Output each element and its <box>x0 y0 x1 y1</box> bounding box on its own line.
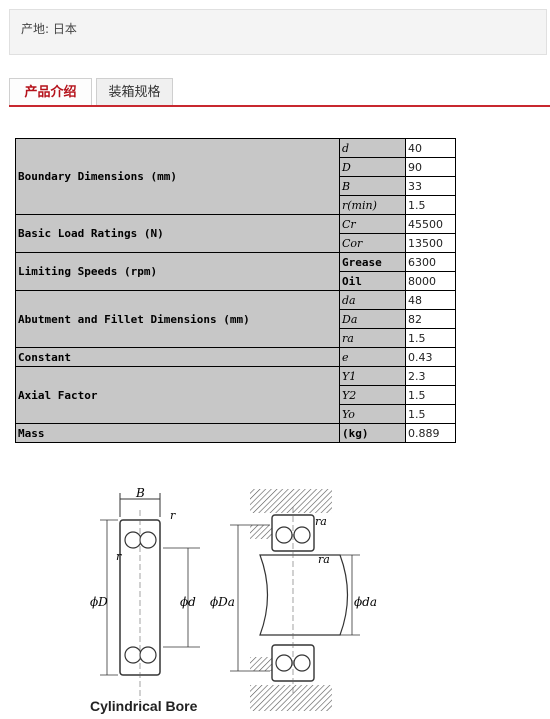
group-label: Limiting Speeds (rpm) <box>15 252 340 291</box>
tab-packing-spec[interactable]: 装箱规格 <box>96 78 173 105</box>
symbol-cell: da <box>339 290 406 310</box>
label-phiDa: ϕDa <box>210 595 235 609</box>
bearing-spec-table: Boundary Dimensions (mm) d 40 D 90 B 33 … <box>15 138 456 443</box>
group-label: Abutment and Fillet Dimensions (mm) <box>15 290 340 348</box>
label-r-left: r <box>116 550 122 563</box>
table-row: Mass (kg) 0.889 <box>15 423 456 443</box>
group-label: Mass <box>15 423 340 443</box>
value-cell: 48 <box>405 290 456 310</box>
table-row: Yo 1.5 <box>16 404 456 424</box>
origin-text: 产地: 日本 <box>21 22 77 36</box>
group-label: Constant <box>15 347 340 367</box>
value-cell: 0.43 <box>405 347 456 367</box>
label-phiD: ϕD <box>90 595 108 609</box>
value-cell: 33 <box>405 176 456 196</box>
table-row: Constant e 0.43 <box>15 347 456 367</box>
symbol-cell: Y2 <box>339 385 406 405</box>
symbol-cell: D <box>339 157 406 177</box>
value-cell: 0.889 <box>405 423 456 443</box>
symbol-cell: Yo <box>339 404 406 424</box>
symbol-cell: d <box>339 138 406 158</box>
value-cell: 1.5 <box>405 404 456 424</box>
value-cell: 2.3 <box>405 366 456 386</box>
label-phid: ϕd <box>180 595 196 609</box>
value-cell: 1.5 <box>405 385 456 405</box>
value-cell: 40 <box>405 138 456 158</box>
symbol-cell: Oil <box>339 271 406 291</box>
symbol-cell: r(min) <box>339 195 406 215</box>
bearing-drawing: B r r ϕD ϕd ra ra ϕDa ϕda Cylindrical Bo… <box>90 486 377 714</box>
table-row: Basic Load Ratings (N) Cr 45500 <box>15 214 456 253</box>
diagram-caption: Cylindrical Bore <box>90 698 198 714</box>
symbol-cell: Cor <box>339 233 406 253</box>
label-phida: ϕda <box>354 595 377 609</box>
value-cell: 90 <box>405 157 456 177</box>
table-row: Limiting Speeds (rpm) Grease 6300 <box>15 252 456 291</box>
table-row: ra 1.5 <box>16 328 456 348</box>
tab-product-intro[interactable]: 产品介绍 <box>9 78 92 105</box>
value-cell: 1.5 <box>405 328 456 348</box>
symbol-cell: ra <box>339 328 406 348</box>
symbol-cell: e <box>339 347 406 367</box>
value-cell: 13500 <box>405 233 456 253</box>
symbol-cell: B <box>339 176 406 196</box>
product-tabs: 产品介绍 装箱规格 <box>9 78 550 108</box>
group-label: Boundary Dimensions (mm) <box>15 138 340 215</box>
table-row: Y2 1.5 <box>16 385 456 405</box>
symbol-cell: Cr <box>339 214 406 234</box>
label-B: B <box>135 486 145 500</box>
label-ra-top: ra <box>315 515 327 528</box>
value-cell: 1.5 <box>405 195 456 215</box>
value-cell: 45500 <box>405 214 456 234</box>
table-row: r(min) 1.5 <box>16 195 456 215</box>
table-row: D 90 <box>16 157 456 177</box>
group-label: Basic Load Ratings (N) <box>15 214 340 253</box>
symbol-cell: Da <box>339 309 406 329</box>
table-row: Da 82 <box>16 309 456 329</box>
symbol-cell: Y1 <box>339 366 406 386</box>
symbol-cell: Grease <box>339 252 406 272</box>
table-row: Axial Factor Y1 2.3 <box>15 366 456 424</box>
group-label: Axial Factor <box>15 366 340 424</box>
label-r-top: r <box>170 509 176 522</box>
value-cell: 82 <box>405 309 456 329</box>
symbol-cell: (kg) <box>339 423 406 443</box>
value-cell: 6300 <box>405 252 456 272</box>
origin-info-box: 产地: 日本 <box>9 9 547 55</box>
table-row: Abutment and Fillet Dimensions (mm) da 4… <box>15 290 456 348</box>
tab-underline <box>9 105 550 107</box>
bearing-section-mounted: ra ra ϕDa ϕda <box>210 489 377 711</box>
value-cell: 8000 <box>405 271 456 291</box>
bearing-section-left: B r r ϕD ϕd <box>90 486 200 700</box>
label-ra-mid: ra <box>318 553 330 566</box>
table-row: Boundary Dimensions (mm) d 40 <box>15 138 456 215</box>
